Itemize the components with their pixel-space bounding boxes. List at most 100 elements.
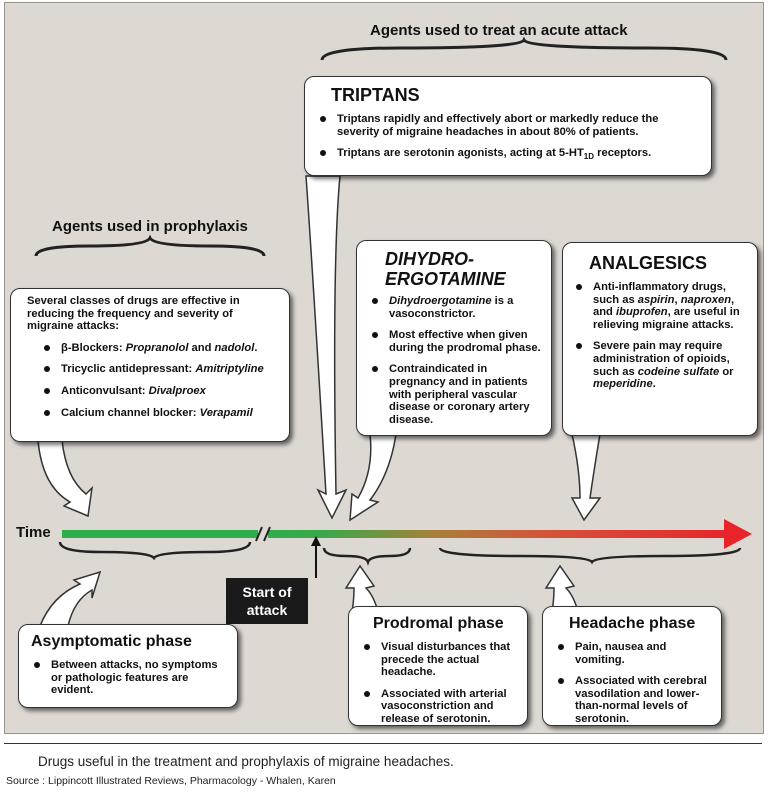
asymptomatic-phase-callout: Asymptomatic phase Between attacks, no s… — [18, 624, 238, 708]
drug-meperidine: meperidine — [593, 378, 653, 391]
prodromal-bullets: Visual disturbances that precede the act… — [361, 641, 519, 726]
prodromal-brace — [322, 547, 412, 566]
drug-aspirin: aspirin — [637, 293, 675, 306]
prophylaxis-callout-tail — [37, 439, 94, 518]
headache-bullet-1: Pain, nausea and vomiting. — [555, 641, 713, 666]
asymptomatic-bullet-1-text: Between attacks, no symptoms or patholog… — [51, 659, 218, 697]
prodromal-callout-tail — [344, 564, 379, 613]
start-of-attack-line-2: attack — [246, 602, 288, 618]
triptans-receptor-subscript: 1D — [583, 152, 595, 162]
drug-codeine-sulfate: codeine sulfate — [637, 365, 720, 378]
dhe-bullet-1: Dihydroergotamine is a vasoconstrictor. — [369, 295, 541, 320]
figure-caption: Drugs useful in the treatment and prophy… — [38, 754, 454, 769]
dhe-bullets: Dihydroergotamine is a vasoconstrictor. … — [369, 295, 541, 426]
analgesics-bullet-1-c: , and — [593, 293, 735, 319]
acute-attack-title: Agents used to treat an acute attack — [370, 22, 628, 39]
dhe-bullet-2-text: Most effective when given during the pro… — [389, 329, 541, 354]
timeline-arrowhead — [724, 519, 752, 549]
triptans-bullet-2: Triptans are serotonin agonists, acting … — [317, 147, 699, 164]
headache-callout-tail — [544, 564, 579, 613]
asymptomatic-bullets: Between attacks, no symptoms or patholog… — [31, 659, 227, 697]
prodromal-heading: Prodromal phase — [373, 615, 504, 632]
prophylaxis-bullet-1-joiner: and — [188, 341, 215, 354]
triptans-bullet-2-end: receptors. — [594, 147, 652, 160]
figure-source: Source : Lippincott Illustrated Reviews,… — [6, 775, 336, 787]
triptans-callout: TRIPTANS Triptans rapidly and effectivel… — [304, 76, 712, 176]
dhe-bullet-3-text: Contraindicated in pregnancy and in pati… — [389, 363, 530, 426]
prophylaxis-brace — [34, 234, 266, 257]
caption-rule — [4, 743, 762, 744]
asymptomatic-bullet-1: Between attacks, no symptoms or patholog… — [31, 659, 227, 697]
triptans-heading: TRIPTANS — [331, 85, 420, 105]
analgesics-bullet-1-b: , — [674, 293, 681, 306]
prophylaxis-callout: Several classes of drugs are effective i… — [10, 288, 290, 442]
headache-phase-callout: Headache phase Pain, nausea and vomiting… — [542, 606, 722, 726]
triptans-bullet-1-text: Triptans rapidly and effectively abort o… — [337, 113, 659, 138]
drug-ibuprofen: ibuprofen — [616, 306, 668, 319]
prophylaxis-bullets: β-Blockers: Propranolol and nadolol. Tri… — [41, 342, 279, 419]
headache-bullets: Pain, nausea and vomiting. Associated wi… — [555, 641, 713, 726]
asymptomatic-callout-tail — [38, 570, 102, 627]
analgesics-bullet-1-e: , are useful in relieving migraine attac… — [593, 306, 740, 331]
headache-bullet-2: Associated with cerebral vasodilation an… — [555, 675, 713, 725]
timeline-pre-attack — [62, 530, 258, 538]
timeline-break-2 — [263, 526, 271, 542]
drug-naproxen: naproxen — [680, 293, 732, 306]
analgesics-bullet-1-a: Anti-inflammatory drugs, such as — [593, 281, 727, 306]
triptans-bullet-1: Triptans rapidly and effectively abort o… — [317, 113, 699, 138]
start-of-attack-box: Start of attack — [226, 578, 308, 624]
analgesics-bullet-1: Anti-inflammatory drugs, such as aspirin… — [573, 281, 749, 331]
prophylaxis-bullet-2: Tricyclic antidepressant: Amitriptyline — [41, 363, 279, 376]
drug-nadolol: nadolol — [214, 341, 255, 354]
analgesics-bullets: Anti-inflammatory drugs, such as aspirin… — [573, 281, 749, 391]
drug-amitriptyline: Amitriptyline — [195, 363, 264, 376]
timeline-break-1 — [255, 526, 263, 542]
drug-divalproex: Divalproex — [148, 384, 206, 397]
prophylaxis-intro: Several classes of drugs are effective i… — [27, 295, 240, 333]
start-attack-arrowhead — [311, 536, 321, 546]
triptans-callout-tail — [305, 175, 348, 520]
prophylaxis-bullet-3-label: Anticonvulsant: — [61, 384, 149, 397]
dhe-bullet-2: Most effective when given during the pro… — [369, 329, 541, 354]
analgesics-bullet-2-b: or — [719, 365, 734, 378]
timeline-attack — [268, 530, 728, 538]
prophylaxis-bullet-2-label: Tricyclic antidepressant: — [61, 363, 196, 376]
asymptomatic-brace — [58, 541, 252, 561]
prophylaxis-bullet-1-label: β-Blockers: — [61, 341, 126, 354]
drug-verapamil: Verapamil — [199, 406, 253, 419]
headache-bullet-2-text: Associated with cerebral vasodilation an… — [575, 675, 707, 725]
prophylaxis-bullet-4: Calcium channel blocker: Verapamil — [41, 407, 279, 420]
prophylaxis-bullet-3: Anticonvulsant: Divalproex — [41, 385, 279, 398]
headache-brace — [438, 547, 742, 565]
dhe-bullet-3: Contraindicated in pregnancy and in pati… — [369, 363, 541, 426]
dhe-bullet-1-text: is a vasoconstrictor. — [389, 295, 514, 320]
triptans-bullets: Triptans rapidly and effectively abort o… — [317, 113, 699, 164]
prophylaxis-title: Agents used in prophylaxis — [52, 218, 248, 235]
prodromal-bullet-2-text: Associated with arterial vasoconstrictio… — [381, 687, 507, 725]
prophylaxis-bullet-4-label: Calcium channel blocker: — [61, 406, 200, 419]
dhe-heading-line-1: DIHYDRO- — [385, 249, 474, 269]
headache-bullet-1-text: Pain, nausea and vomiting. — [575, 641, 667, 666]
analgesics-callout: ANALGESICS Anti-inflammatory drugs, such… — [562, 242, 758, 436]
analgesics-callout-tail — [570, 433, 602, 522]
prodromal-bullet-1-text: Visual disturbances that precede the act… — [381, 641, 511, 679]
prodromal-phase-callout: Prodromal phase Visual disturbances that… — [348, 606, 528, 726]
headache-heading: Headache phase — [569, 615, 696, 632]
triptans-bullet-2-text: Triptans are serotonin agonists, acting … — [337, 147, 584, 160]
dhe-heading-line-2: ERGOTAMINE — [385, 269, 506, 289]
dihydroergotamine-callout: DIHYDRO- ERGOTAMINE Dihydroergotamine is… — [356, 240, 552, 436]
prophylaxis-bullet-1-end: . — [254, 341, 258, 354]
drug-dihydroergotamine: Dihydroergotamine — [389, 295, 492, 307]
analgesics-bullet-2-c: . — [652, 378, 656, 391]
dhe-callout-tail — [349, 433, 397, 522]
analgesics-heading: ANALGESICS — [589, 253, 708, 273]
analgesics-bullet-2: Severe pain may require administration o… — [573, 340, 749, 390]
drug-propranolol: Propranolol — [125, 341, 189, 354]
acute-brace — [320, 36, 728, 61]
prophylaxis-bullet-1: β-Blockers: Propranolol and nadolol. — [41, 342, 279, 355]
analgesics-bullet-2-a: Severe pain may require administration o… — [593, 340, 730, 378]
asymptomatic-heading: Asymptomatic phase — [31, 633, 192, 650]
time-label: Time — [16, 524, 51, 541]
prodromal-bullet-1: Visual disturbances that precede the act… — [361, 641, 519, 679]
